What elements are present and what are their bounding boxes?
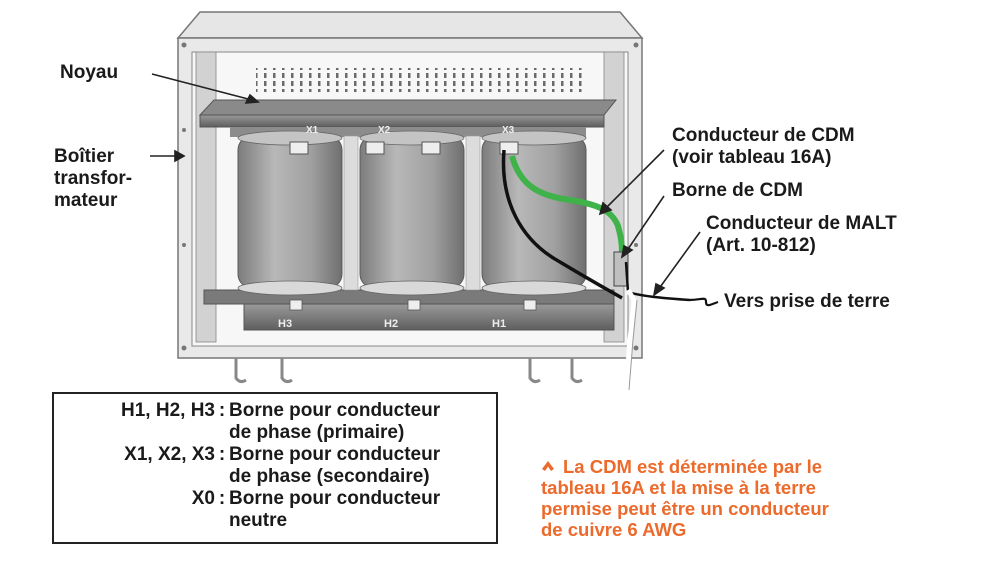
enclosure-label-line1: Boîtier	[54, 146, 115, 167]
note-line: de cuivre 6 AWG	[541, 519, 687, 540]
ground-outlet-label: Vers prise de terre	[724, 291, 890, 312]
caret-up-icon	[542, 461, 554, 471]
secondary-terminals: X1 X2 X3	[289, 125, 519, 155]
terminal-label-x3: X3	[502, 125, 515, 136]
legend-separator: :	[218, 444, 226, 465]
legend-desc-line: neutre	[229, 510, 288, 531]
legend-key: H1, H2, H3	[121, 400, 215, 421]
terminal-legend: H1, H2, H3 : Borne pour conducteur de ph…	[52, 392, 498, 544]
enclosure-label-line3: mateur	[54, 190, 118, 211]
legend-desc: Borne pour conducteur de phase (primaire…	[229, 400, 488, 444]
note-text: La CDM est déterminée par le	[563, 456, 823, 477]
terminal-label-h1: H1	[492, 318, 506, 330]
primary-terminals: H3 H2 H1	[278, 299, 537, 330]
legend-desc: Borne pour conducteur de phase (secondai…	[229, 444, 488, 488]
terminal-label-h3: H3	[278, 318, 292, 330]
legend-row-neutral: X0 : Borne pour conducteur neutre	[62, 488, 488, 532]
legend-key: X1, X2, X3	[124, 444, 215, 465]
legend-row-primary: H1, H2, H3 : Borne pour conducteur de ph…	[62, 400, 488, 444]
note-line: La CDM est déterminée par le	[541, 456, 971, 477]
legend-desc: Borne pour conducteur neutre	[229, 488, 488, 532]
legend-desc-line: Borne pour conducteur	[229, 444, 441, 465]
ground-squiggle	[689, 297, 719, 307]
legend-desc-line: Borne pour conducteur	[229, 400, 441, 421]
note-line: permise peut être un conducteur	[541, 498, 829, 519]
transformer-coils	[237, 130, 587, 296]
terminal-label-x2: X2	[378, 125, 391, 136]
legend-separator: :	[218, 400, 226, 421]
terminal-label-h2: H2	[384, 318, 398, 330]
coil-right	[481, 130, 587, 296]
black-wire	[501, 149, 623, 300]
cdm-conductor-label-line2: (voir tableau 16A)	[672, 147, 832, 168]
legend-separator: :	[218, 488, 226, 509]
malt-conductor-label-line2: (Art. 10-812)	[706, 235, 816, 256]
coil-middle	[359, 130, 465, 296]
transformer-core	[198, 99, 618, 331]
coil-left	[237, 130, 343, 296]
enclosure-label-line2: transfor-	[54, 168, 133, 189]
legend-desc-line: de phase (primaire)	[229, 422, 405, 443]
cdm-wire	[509, 155, 625, 257]
legend-desc-line: de phase (secondaire)	[229, 466, 430, 487]
legend-row-secondary: X1, X2, X3 : Borne pour conducteur de ph…	[62, 444, 488, 488]
core-label: Noyau	[60, 62, 119, 83]
note-line: tableau 16A et la mise à la terre	[541, 477, 816, 498]
ground-lead	[623, 288, 637, 391]
cdm-terminal-block	[613, 251, 629, 287]
legend-desc-line: Borne pour conducteur	[229, 488, 441, 509]
leader-arrows	[150, 73, 701, 297]
terminal-label-x1: X1	[306, 125, 319, 136]
legend-key: X0	[191, 488, 215, 509]
malt-conductor-label-line1: Conducteur de MALT	[706, 213, 897, 234]
cdm-conductor-label-line1: Conducteur de CDM	[672, 125, 855, 146]
cdm-terminal-label: Borne de CDM	[672, 180, 803, 201]
cdm-note: La CDM est déterminée par le tableau 16A…	[541, 456, 971, 540]
